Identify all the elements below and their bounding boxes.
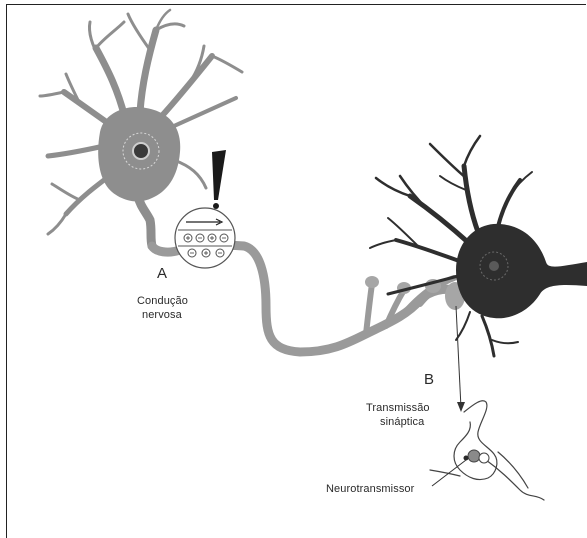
- caption-transmissao-line1: Transmissão: [366, 402, 430, 415]
- label-b: B: [424, 371, 434, 388]
- synapse-detail-inset: [430, 401, 544, 500]
- neuron-b-soma: [456, 224, 587, 318]
- label-a: A: [157, 265, 167, 282]
- neuron-a-nucleus: [133, 143, 149, 159]
- neurotransmitter-pointer-line: [432, 460, 466, 486]
- membrane-zoom-inset: [175, 208, 235, 268]
- caption-transmissao-line2: sináptica: [380, 416, 424, 429]
- stimulus-electrode-icon: [212, 150, 226, 200]
- neuron-b-nucleus: [489, 261, 499, 271]
- label-neurotransmissor: Neurotransmissor: [326, 483, 414, 496]
- axon-hillock: [138, 196, 152, 246]
- synapse-pointer-arrow: [456, 306, 465, 412]
- synaptic-vesicles: [464, 450, 490, 463]
- caption-conducao-line2: nervosa: [142, 309, 182, 322]
- caption-conducao-line1: Condução: [137, 295, 188, 308]
